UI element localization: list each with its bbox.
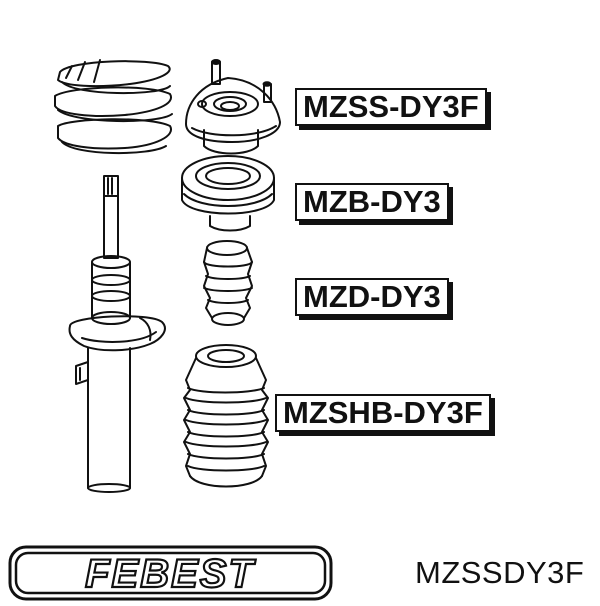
febest-logo: FEBEST xyxy=(8,545,333,601)
top-mount-drawing xyxy=(185,59,281,155)
shock-absorber xyxy=(68,175,166,493)
coil-spring xyxy=(54,59,173,155)
bearing-drawing xyxy=(181,155,275,232)
label-boot: MZSHB-DY3F xyxy=(275,394,491,432)
bump-stop-drawing xyxy=(203,240,253,326)
logo-wordmark: FEBEST xyxy=(85,552,256,596)
label-bearing: MZB-DY3 xyxy=(295,183,449,221)
label-bump-stop: MZD-DY3 xyxy=(295,278,449,316)
label-top-mount: MZSS-DY3F xyxy=(295,88,487,126)
boot-drawing xyxy=(183,344,269,488)
part-number: MZSSDY3F xyxy=(415,555,585,590)
